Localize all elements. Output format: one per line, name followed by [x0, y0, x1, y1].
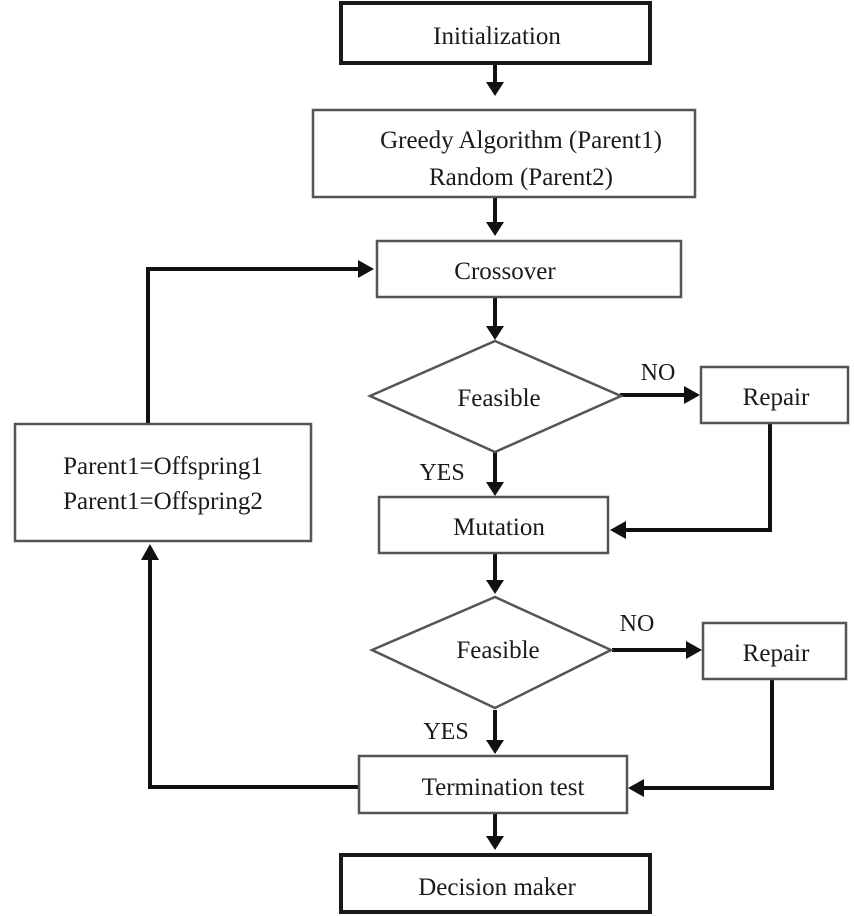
init-strategy-box	[311, 108, 697, 199]
parent-update-box	[13, 422, 313, 543]
arrowhead-feasible-2-to-repair-2	[686, 641, 702, 659]
feasible-2-diamond	[368, 595, 614, 710]
parent-update-label-line-1: Parent1=Offspring1	[63, 453, 263, 480]
termination-test-box	[357, 754, 629, 815]
arrowhead-strategy-to-crossover	[486, 222, 504, 236]
no-label-1: NO	[641, 360, 676, 386]
edge-repair-1-to-mutation	[626, 424, 772, 532]
arrowhead-feasible-1-to-repair-1	[684, 386, 700, 404]
node-repair-2: Repair	[701, 621, 848, 681]
edge-termination-to-parent-update	[148, 560, 358, 789]
arrowhead-termination-to-decision	[486, 836, 504, 850]
arrowhead-repair-1-to-mutation	[610, 521, 626, 539]
init-strategy-label-line-2: Random (Parent2)	[429, 164, 613, 191]
arrowhead-mutation-to-feasible-2	[486, 580, 504, 594]
node-feasible-2: Feasible	[368, 595, 614, 710]
repair-2-box	[701, 621, 848, 681]
node-feasible-1: Feasible	[366, 339, 625, 454]
crossover-box	[375, 239, 683, 299]
arrowhead-parent-update-to-crossover	[358, 260, 374, 278]
node-repair-1: Repair	[699, 365, 850, 425]
feasible-1-diamond	[366, 339, 625, 454]
feasible-2-label: Feasible	[456, 637, 539, 664]
yes-label-2: YES	[423, 719, 468, 745]
arrowhead-feasible-1-to-mutation	[486, 482, 504, 496]
feasible-1-label: Feasible	[457, 385, 540, 412]
initialization-box	[339, 1, 652, 65]
node-init-strategy: Greedy Algorithm (Parent1) Random (Paren…	[311, 108, 697, 199]
arrowhead-termination-to-parent-update	[141, 544, 159, 560]
edge-parent-update-to-crossover	[146, 267, 358, 424]
node-mutation: Mutation	[377, 495, 610, 555]
arrowhead-init-to-strategy	[486, 82, 504, 96]
arrowhead-feasible-2-to-termination	[486, 740, 504, 754]
yes-label-1: YES	[419, 460, 464, 486]
repair-1-box	[699, 365, 850, 425]
mutation-box	[377, 495, 610, 555]
edge-repair-2-to-termination	[644, 680, 774, 790]
node-decision-maker: Decision maker	[339, 853, 652, 914]
edge-labels: NO YES NO YES	[419, 360, 675, 745]
node-initialization: Initialization	[339, 1, 652, 65]
node-termination-test: Termination test	[357, 754, 629, 815]
repair-2-label: Repair	[743, 640, 810, 667]
crossover-label: Crossover	[454, 258, 556, 285]
node-crossover: Crossover	[375, 239, 683, 299]
termination-test-label: Termination test	[422, 774, 585, 801]
init-strategy-label-line-1: Greedy Algorithm (Parent1)	[380, 127, 662, 154]
mutation-label: Mutation	[453, 514, 545, 541]
decision-maker-box	[339, 853, 652, 914]
no-label-2: NO	[620, 611, 655, 637]
parent-update-label-line-2: Parent1=Offspring2	[63, 488, 263, 515]
decision-maker-label: Decision maker	[418, 874, 576, 901]
initialization-label: Initialization	[433, 23, 561, 50]
connectors	[141, 64, 774, 850]
repair-1-label: Repair	[743, 384, 810, 411]
arrowhead-repair-2-to-termination	[628, 779, 644, 797]
node-parent-update: Parent1=Offspring1 Parent1=Offspring2	[13, 422, 313, 543]
arrowhead-crossover-to-feasible-1	[486, 326, 504, 340]
